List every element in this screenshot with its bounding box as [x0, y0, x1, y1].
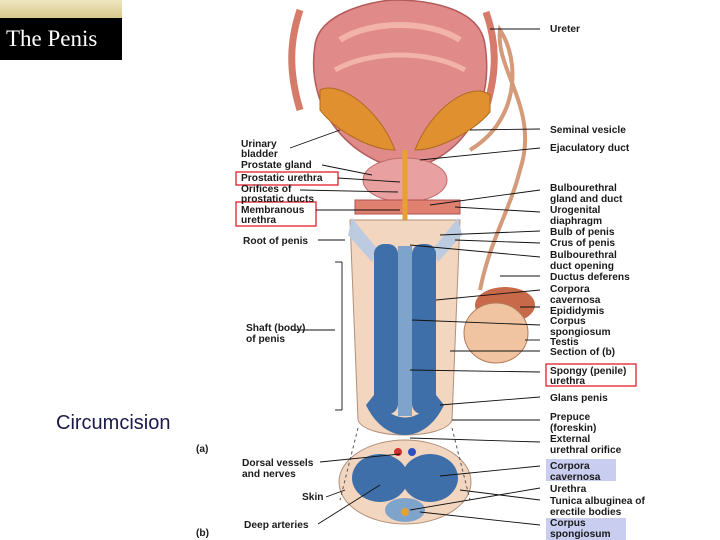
panel-label-b: (b) — [196, 528, 209, 539]
highlight-corpus-spongiosum — [546, 518, 626, 540]
label-seminal-vesicle: Seminal vesicle — [550, 125, 626, 136]
label-bulbourethral-gland-2: gland and duct — [550, 194, 623, 205]
label-deep-arteries: Deep arteries — [244, 520, 309, 531]
label-shaft-2: of penis — [246, 334, 285, 345]
title-banner-band — [0, 0, 122, 18]
label-dorsal-vessels-2: and nerves — [242, 469, 296, 480]
label-orifices-1: Orifices of — [241, 184, 292, 195]
label-b-urethra: Urethra — [550, 484, 587, 495]
label-bulb-of-penis: Bulb of penis — [550, 227, 615, 238]
label-section-of-b: Section of (b) — [550, 347, 615, 358]
page-title: The Penis — [6, 26, 98, 51]
label-shaft-1: Shaft (body) — [246, 323, 305, 334]
seminal-vesicle-right — [414, 90, 491, 151]
label-prostate-gland: Prostate gland — [241, 160, 312, 171]
testis-shape — [463, 302, 529, 364]
glans-shape — [366, 395, 444, 435]
label-ureter: Ureter — [550, 24, 580, 35]
label-root-of-penis: Root of penis — [243, 236, 308, 247]
crus-left — [348, 218, 378, 262]
illustration — [288, 0, 535, 525]
dorsal-vessel-2 — [408, 448, 416, 456]
label-bulbourethral-opening-2: duct opening — [550, 261, 614, 272]
ureter-left — [288, 8, 304, 112]
ductus-deferens-shape — [468, 24, 528, 291]
label-tunica-1: Tunica albuginea of — [550, 496, 646, 507]
title-banner: The Penis — [0, 0, 122, 60]
circumcision-note: Circumcision — [56, 412, 171, 434]
label-spongy-urethra-2: urethra — [550, 376, 585, 387]
label-b-corpus-spongiosum-1: Corpus — [550, 518, 586, 529]
leader-lines — [289, 28, 541, 526]
cross-section-urethra — [401, 508, 409, 516]
label-bulbourethral-gland-1: Bulbourethral — [550, 183, 617, 194]
seminal-vesicle-left — [319, 87, 396, 151]
label-corpora-cavernosa-1: Corpora — [550, 284, 590, 295]
panel-label-a: (a) — [196, 444, 208, 455]
label-corpus-spongiosum-2: spongiosum — [550, 327, 611, 338]
label-external-orifice-1: External — [550, 434, 590, 445]
label-spongy-urethra-1: Spongy (penile) — [550, 366, 626, 377]
label-urogenital-diaphragm-2: diaphragm — [550, 216, 602, 227]
label-prostatic-urethra: Prostatic urethra — [241, 173, 323, 184]
cross-section-cavernosum-left — [352, 454, 408, 502]
label-prepuce-2: (foreskin) — [550, 423, 596, 434]
label-crus-of-penis: Crus of penis — [550, 238, 615, 249]
label-glans-penis: Glans penis — [550, 393, 608, 404]
label-b-corpus-spongiosum-2: spongiosum — [550, 529, 611, 540]
label-urogenital-diaphragm-1: Urogenital — [550, 205, 601, 216]
label-external-orifice-2: urethral orifice — [550, 445, 622, 456]
label-membranous-urethra-1: Membranous — [241, 205, 305, 216]
corpus-spongiosum-band — [398, 246, 412, 416]
label-dorsal-vessels-1: Dorsal vessels — [242, 458, 314, 469]
label-ejaculatory-duct: Ejaculatory duct — [550, 143, 630, 154]
highlight-membranous-urethra — [235, 201, 317, 227]
highlight-prostatic-urethra — [235, 171, 339, 186]
label-skin: Skin — [302, 492, 324, 503]
right-labels: Ureter Seminal vesicle Ejaculatory duct … — [550, 24, 646, 540]
left-labels: Urinary bladder Prostate gland Prostatic… — [196, 139, 324, 539]
highlight-spongy-urethra — [545, 363, 637, 387]
label-testis: Testis — [550, 337, 579, 348]
label-urinary-bladder-1: Urinary — [241, 139, 277, 150]
cross-section-cavernosum-right — [402, 454, 458, 502]
label-bulbourethral-opening-1: Bulbourethral — [550, 250, 617, 261]
crus-right — [432, 218, 462, 262]
label-tunica-2: erectile bodies — [550, 507, 622, 518]
label-b-corpora-cavernosa-2: cavernosa — [550, 472, 601, 483]
label-epididymis: Epididymis — [550, 306, 605, 317]
label-urinary-bladder-2: bladder — [241, 149, 278, 160]
label-ductus-deferens: Ductus deferens — [550, 272, 630, 283]
label-b-corpora-cavernosa-1: Corpora — [550, 461, 590, 472]
label-orifices-2: prostatic ducts — [241, 194, 314, 205]
highlight-corpora-cavernosa — [546, 459, 616, 481]
label-prepuce-1: Prepuce — [550, 412, 591, 423]
corpus-cavernosum-left — [374, 244, 398, 414]
label-corpora-cavernosa-2: cavernosa — [550, 295, 601, 306]
label-corpus-spongiosum-1: Corpus — [550, 316, 586, 327]
corpus-cavernosum-right — [412, 244, 436, 414]
label-membranous-urethra-2: urethra — [241, 215, 276, 226]
